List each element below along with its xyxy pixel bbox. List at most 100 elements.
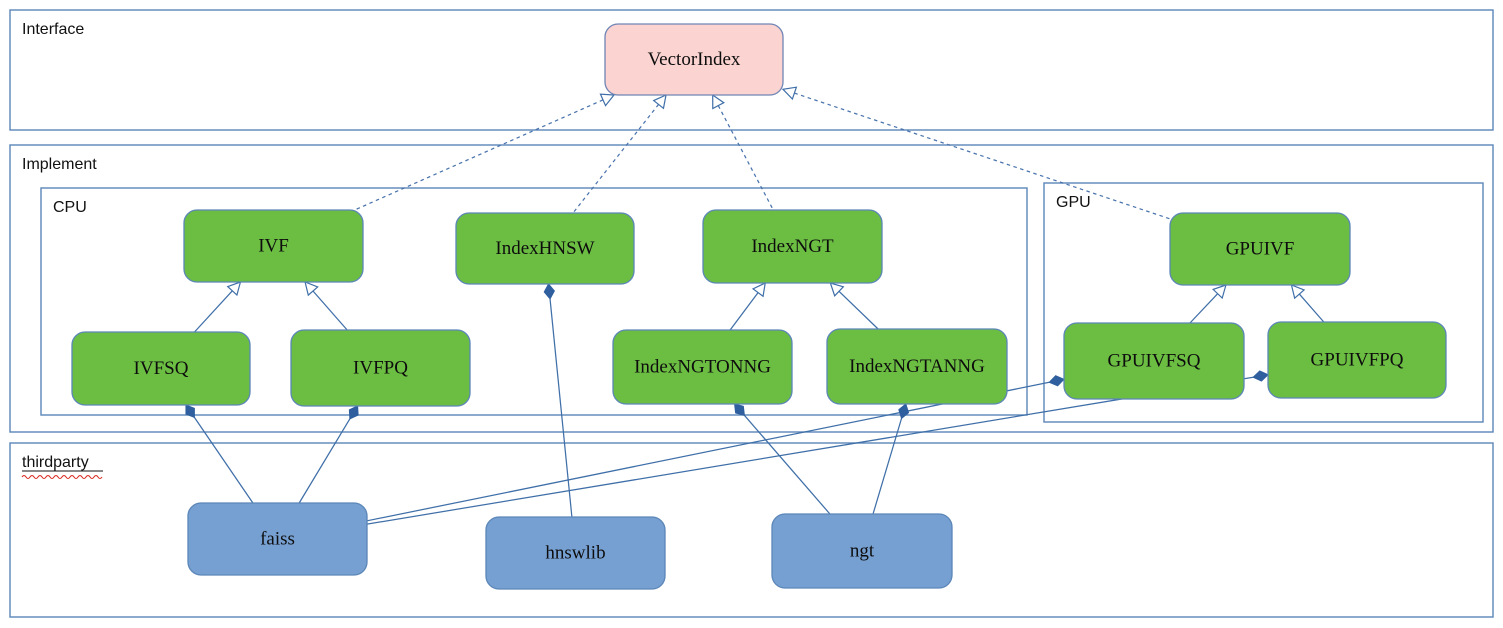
node-label-hnswlib: hnswlib	[545, 542, 605, 563]
edge-line	[572, 104, 660, 214]
node-shape-gpuivfpq[interactable]	[1267, 321, 1447, 399]
node-shape-indexhnsw[interactable]	[455, 212, 635, 285]
edge-faiss-to-gpuivfpq	[366, 370, 1269, 525]
node-label-gpuivfpq: GPUIVFPQ	[1311, 349, 1404, 370]
generalization-arrowhead	[829, 282, 845, 297]
realization-arrowhead	[599, 93, 616, 107]
node-indexngt[interactable]: IndexNGT	[702, 209, 883, 284]
node-label-indexngtonng: IndexNGTONNG	[634, 356, 771, 377]
generalization-arrowhead	[1212, 284, 1227, 300]
edge-line	[312, 290, 348, 331]
edge-line	[729, 292, 759, 331]
edge-line	[794, 92, 1171, 220]
composition-diamond	[348, 405, 359, 420]
node-label-indexhnsw: IndexHNSW	[495, 238, 594, 259]
edge-ivf-to-vectorindex	[354, 93, 616, 211]
node-label-indexngt: IndexNGT	[751, 236, 834, 257]
composition-diamond	[1252, 370, 1269, 382]
node-indexhnsw[interactable]: IndexHNSW	[455, 212, 635, 285]
edge-indexhnsw-to-vectorindex	[572, 93, 667, 214]
node-label-gpuivf: GPUIVF	[1226, 238, 1295, 259]
composition-diamond	[1048, 375, 1065, 387]
node-shape-gpuivf[interactable]	[1169, 212, 1351, 286]
realization-arrowhead	[781, 86, 798, 101]
edge-gpuivfsq-to-gpuivf	[1189, 284, 1227, 324]
node-indexngtanng[interactable]: IndexNGTANNG	[826, 328, 1008, 405]
node-ivf[interactable]: IVF	[183, 209, 364, 283]
node-label-ngt: ngt	[850, 540, 875, 561]
node-ivfsq[interactable]: IVFSQ	[71, 331, 251, 406]
realization-arrowhead	[652, 93, 667, 110]
edge-line	[872, 418, 903, 515]
node-indexngtonng[interactable]: IndexNGTONNG	[612, 329, 793, 405]
edge-ivfsq-to-ivf	[194, 281, 242, 333]
edges-group	[185, 86, 1325, 525]
edge-line	[743, 414, 831, 515]
node-label-ivfpq: IVFPQ	[353, 357, 408, 378]
edge-line	[366, 381, 1050, 522]
composition-diamond	[733, 403, 745, 417]
node-gpuivf[interactable]: GPUIVF	[1169, 212, 1351, 286]
node-shape-indexngtonng[interactable]	[612, 329, 793, 405]
node-label-ivf: IVF	[258, 235, 289, 256]
edge-line	[194, 290, 233, 333]
edge-indexngtanng-to-indexngt	[829, 282, 879, 330]
panel-label-cpu: CPU	[53, 199, 87, 216]
generalization-arrowhead	[1290, 284, 1306, 300]
panel-label-thirdparty: thirdparty	[22, 454, 89, 471]
spellcheck-squiggle	[21, 474, 103, 480]
edge-line	[354, 99, 604, 211]
node-label-gpuivfsq: GPUIVFSQ	[1108, 350, 1201, 371]
node-shape-hnswlib[interactable]	[485, 516, 666, 590]
node-ivfpq[interactable]: IVFPQ	[290, 329, 471, 407]
node-shape-gpuivfsq[interactable]	[1063, 322, 1245, 400]
node-label-ivfsq: IVFSQ	[134, 358, 189, 379]
edge-line	[549, 298, 573, 518]
node-label-indexngtanng: IndexNGTANNG	[849, 356, 985, 377]
node-shape-faiss[interactable]	[187, 502, 368, 576]
node-hnswlib[interactable]: hnswlib	[485, 516, 666, 590]
edge-line	[193, 417, 254, 504]
node-gpuivfsq[interactable]: GPUIVFSQ	[1063, 322, 1245, 400]
edge-hnswlib-to-indexhnsw	[543, 283, 573, 518]
edge-line	[298, 418, 351, 504]
generalization-arrowhead	[304, 281, 319, 297]
edge-indexngt-to-vectorindex	[712, 93, 774, 211]
edge-indexngtonng-to-indexngt	[729, 281, 767, 331]
edge-ngt-to-indexngtonng	[733, 403, 831, 515]
edge-ngt-to-indexngtanng	[872, 403, 910, 515]
composition-diamond	[543, 283, 555, 300]
composition-diamond	[185, 404, 195, 419]
edge-gpuivf-to-vectorindex	[781, 86, 1171, 220]
node-shape-ngt[interactable]	[771, 513, 953, 589]
panel-label-interface: Interface	[22, 21, 84, 38]
node-shape-indexngt[interactable]	[702, 209, 883, 284]
panel-label-gpu: GPU	[1056, 194, 1091, 211]
edge-line	[1298, 293, 1325, 323]
node-ngt[interactable]: ngt	[771, 513, 953, 589]
panel-label-implement: Implement	[22, 156, 97, 173]
edge-faiss-to-gpuivfsq	[366, 375, 1065, 522]
edge-faiss-to-ivfsq	[185, 404, 254, 504]
edge-line	[1189, 293, 1219, 324]
edge-line	[366, 376, 1254, 525]
node-shape-ivfsq[interactable]	[71, 331, 251, 406]
node-shape-ivf[interactable]	[183, 209, 364, 283]
node-gpuivfpq[interactable]: GPUIVFPQ	[1267, 321, 1447, 399]
generalization-arrowhead	[751, 281, 767, 298]
generalization-arrowhead	[226, 281, 242, 297]
node-vectorindex[interactable]: VectorIndex	[604, 23, 784, 96]
node-shape-indexngtanng[interactable]	[826, 328, 1008, 405]
node-label-vectorindex: VectorIndex	[648, 49, 741, 70]
edge-gpuivfpq-to-gpuivf	[1290, 284, 1325, 323]
composition-diamond	[898, 403, 910, 420]
node-shape-ivfpq[interactable]	[290, 329, 471, 407]
edge-line	[838, 290, 879, 330]
node-label-faiss: faiss	[260, 528, 295, 549]
node-shape-vectorindex[interactable]	[604, 23, 784, 96]
edge-ivfpq-to-ivf	[304, 281, 348, 331]
node-faiss[interactable]: faiss	[187, 502, 368, 576]
